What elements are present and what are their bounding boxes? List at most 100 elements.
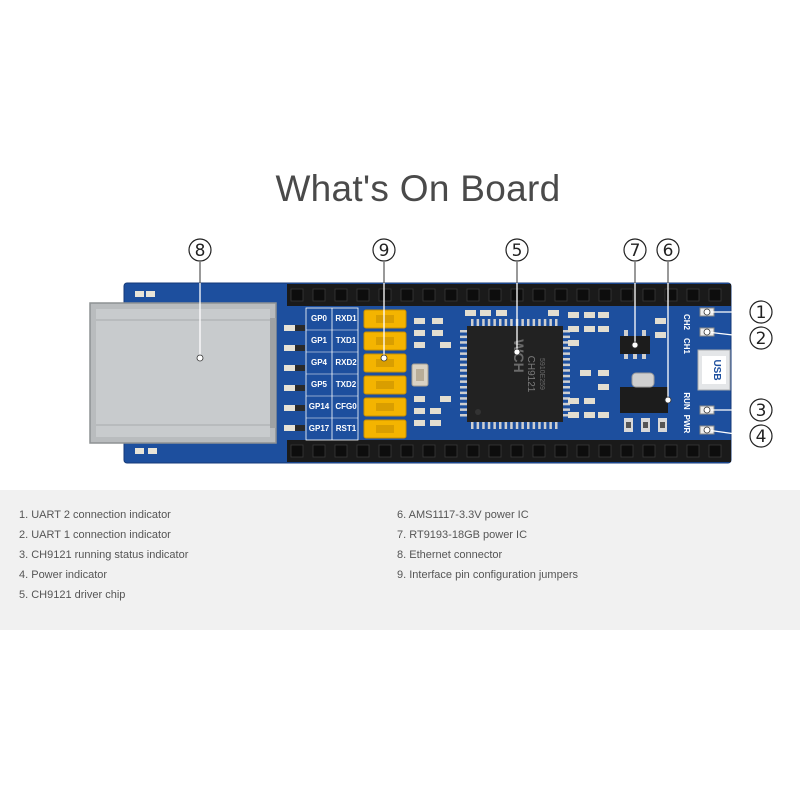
- header-pin: [356, 444, 370, 458]
- header-pin: [356, 288, 370, 302]
- function-label: TXD1: [336, 336, 357, 345]
- jumper-cap: [376, 381, 394, 389]
- header-pin: [620, 288, 634, 302]
- header-pin: [444, 444, 458, 458]
- header-pin: [378, 444, 392, 458]
- header-pin: [312, 444, 326, 458]
- smd-component: [568, 312, 579, 318]
- callout-number: 9: [379, 241, 390, 261]
- gp-label: GP17: [309, 424, 330, 433]
- resistor: [284, 425, 296, 431]
- resistor: [284, 385, 296, 391]
- resistor: [284, 405, 296, 411]
- header-pin: [290, 444, 304, 458]
- smd-component: [496, 310, 507, 316]
- resistor-array-left: [284, 325, 305, 431]
- ethernet-connector: [89, 302, 277, 444]
- ams1117-regulator: [620, 372, 668, 432]
- callout-number: 4: [756, 427, 767, 447]
- smd-component: [414, 330, 425, 336]
- header-pin: [378, 288, 392, 302]
- callout-circle: [188, 238, 212, 262]
- callout-circle: [505, 238, 529, 262]
- resistor: [295, 405, 305, 411]
- top-left-components: [135, 291, 157, 454]
- legend-item: 1. UART 2 connection indicator: [19, 509, 171, 521]
- jumper-cap: [376, 315, 394, 323]
- callout-number: 1: [756, 303, 767, 323]
- jumper-cap: [376, 425, 394, 433]
- callout-circle: [656, 238, 680, 262]
- header-pin: [466, 288, 480, 302]
- header-pin: [642, 288, 656, 302]
- header-pin: [664, 288, 678, 302]
- legend-left-column: 1. UART 2 connection indicator 2. UART 1…: [19, 508, 188, 608]
- callout-leaders-top: [199, 262, 669, 283]
- header-pin: [686, 288, 700, 302]
- callout-circle: [749, 300, 773, 324]
- resistor: [284, 325, 296, 331]
- header-pin: [334, 444, 348, 458]
- smd-component: [598, 412, 609, 418]
- header-pin: [400, 288, 414, 302]
- header-pin: [466, 444, 480, 458]
- resistor: [284, 365, 296, 371]
- header-pin: [642, 444, 656, 458]
- smd-component: [465, 310, 476, 316]
- chip-logo: WCH: [511, 339, 527, 372]
- smd-component: [432, 330, 443, 336]
- smd-component: [598, 370, 609, 376]
- header-pin: [708, 288, 722, 302]
- callout-number: 2: [756, 329, 767, 349]
- header-pin: [422, 288, 436, 302]
- smd-component: [414, 318, 425, 324]
- smd-component: [655, 332, 666, 338]
- ch9121-chip: WCH CH9121 5910E259: [460, 319, 570, 429]
- smd-component: [568, 340, 579, 346]
- resistor: [295, 345, 305, 351]
- function-label: RXD1: [335, 314, 357, 323]
- legend-panel: 1. UART 2 connection indicator 2. UART 1…: [0, 490, 800, 630]
- legend-item: 6. AMS1117-3.3V power IC: [397, 509, 529, 521]
- pwr-label: PWR: [682, 415, 691, 434]
- passive-components: [414, 310, 666, 426]
- header-pin: [488, 288, 502, 302]
- smd-component: [548, 310, 559, 316]
- header-pin: [488, 444, 502, 458]
- smd-component: [414, 396, 425, 402]
- resistor: [284, 345, 296, 351]
- smd-component: [584, 412, 595, 418]
- callout-number: 3: [756, 401, 767, 421]
- ch1-label: CH1: [682, 338, 691, 355]
- chip-code: 5910E259: [538, 358, 545, 390]
- callout-number: 7: [630, 241, 641, 261]
- usb-label: USB: [711, 359, 722, 380]
- header-pin: [290, 288, 304, 302]
- resistor: [295, 365, 305, 371]
- gp-label: GP0: [311, 314, 328, 323]
- gp-label: GP4: [311, 358, 328, 367]
- callout-dots: [196, 308, 711, 434]
- smd-component: [580, 370, 591, 376]
- header-pin: [422, 444, 436, 458]
- jumper-cap: [376, 337, 394, 345]
- smd-component: [568, 398, 579, 404]
- chip-name: CH9121: [525, 356, 536, 393]
- function-label: CFG0: [335, 402, 357, 411]
- configuration-jumpers: [363, 309, 407, 439]
- crystal-oscillator: [411, 363, 429, 387]
- smd-component: [414, 408, 425, 414]
- smd-component: [568, 326, 579, 332]
- header-pin: [576, 444, 590, 458]
- header-pin: [708, 444, 722, 458]
- page-title: What's On Board: [275, 168, 561, 209]
- smd-component: [432, 318, 443, 324]
- header-pin: [554, 444, 568, 458]
- header-pin: [576, 288, 590, 302]
- function-label: RST1: [336, 424, 357, 433]
- header-pin: [312, 288, 326, 302]
- header-pin: [400, 444, 414, 458]
